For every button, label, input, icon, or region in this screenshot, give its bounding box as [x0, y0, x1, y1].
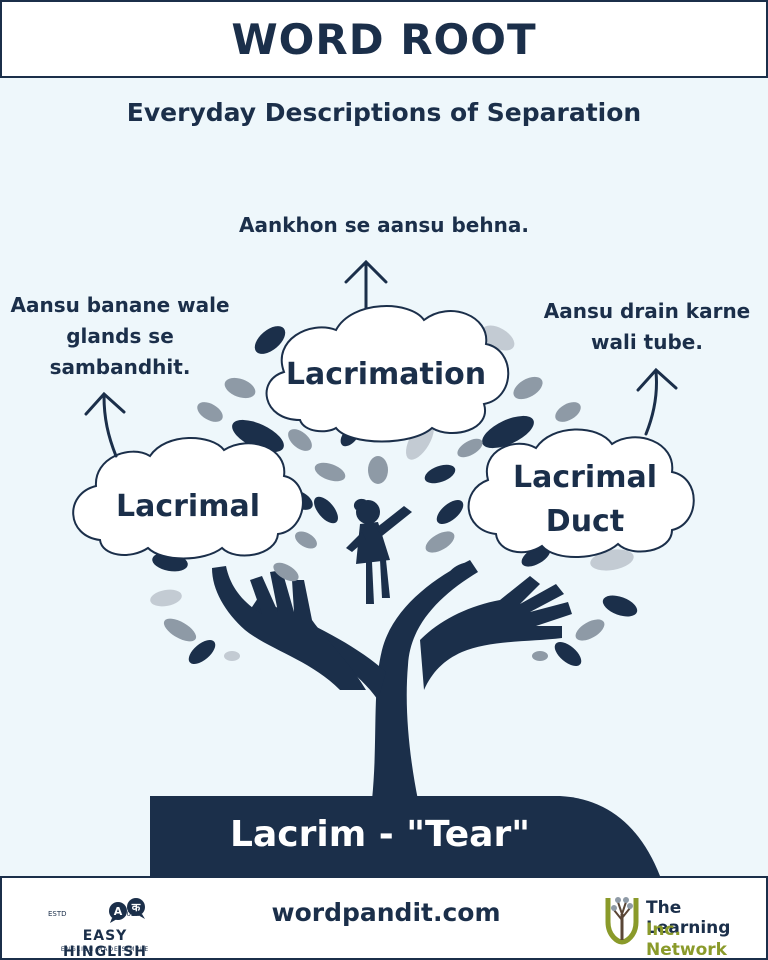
arrow-up-center: [344, 259, 388, 310]
leaf: [521, 545, 551, 567]
leaf: [513, 376, 543, 400]
word-tree-illustration: [72, 259, 695, 876]
leaf: [163, 618, 197, 642]
girl-figure: [346, 498, 412, 604]
left-hand: [212, 566, 366, 690]
leaf: [232, 419, 284, 453]
learning-network-logo[interactable]: The Learning Inc. Network: [602, 890, 762, 960]
leaf: [314, 496, 338, 524]
leaf: [224, 651, 240, 661]
leaf: [254, 326, 286, 354]
easy-hinglish-tagline: ENGLISH MADE SIMPLE: [60, 946, 150, 953]
caption-line: Aankhon se aansu behna.: [239, 213, 529, 237]
learning-line1: The Learning: [646, 898, 731, 938]
caption-line: glands se: [66, 324, 174, 348]
caption-line: sambandhit.: [49, 355, 191, 379]
leaf: [532, 651, 548, 661]
learning-line2: Inc. Network: [646, 920, 727, 960]
leaf: [197, 402, 223, 422]
leaf: [590, 549, 634, 571]
leaf: [436, 500, 464, 524]
cloud-left: [72, 437, 304, 560]
badge-k: क: [131, 901, 141, 914]
leaf: [602, 595, 638, 617]
footer: A क ESTD 2024 EASY HINGLISH ENGLISH MADE…: [0, 876, 768, 960]
leaf: [457, 438, 483, 458]
leaf: [273, 562, 299, 582]
estd-label: ESTD: [48, 910, 67, 918]
badge-a: A: [114, 905, 123, 918]
estd-year: 2024: [122, 910, 140, 918]
caption-lacrimal-duct: Aansu drain karne wali tube.: [526, 296, 768, 358]
easy-hinglish-name: EASY HINGLISH: [62, 928, 148, 960]
leaf: [288, 429, 312, 451]
word-lacrimation: Lacrimation: [285, 356, 487, 392]
tree-trunk: [372, 560, 478, 800]
easy-hinglish-logo[interactable]: A क ESTD 2024 EASY HINGLISH ENGLISH MADE…: [40, 892, 180, 960]
leaf: [188, 640, 216, 664]
caption-line: Aansu drain karne: [543, 299, 751, 323]
word-line: Lacrimal: [512, 460, 657, 495]
word-line: Duct: [545, 504, 625, 539]
root-mound: [150, 796, 660, 876]
page-title: WORD ROOT: [231, 14, 537, 64]
speech-bubbles-icon: A क: [109, 898, 145, 923]
leaf: [224, 377, 256, 399]
leaf: [150, 589, 182, 607]
leaf: [295, 531, 317, 549]
root-word: Lacrim - "Tear": [230, 813, 530, 855]
leaf: [425, 531, 455, 553]
leaf: [314, 462, 346, 482]
page-subtitle: Everyday Descriptions of Separation: [126, 98, 642, 127]
caption-line: wali tube.: [591, 330, 703, 354]
leaf: [575, 619, 605, 641]
leaf: [368, 456, 388, 484]
word-lacrimal: Lacrimal: [115, 488, 260, 524]
arrow-up-right: [636, 367, 678, 436]
tree-u-icon: [605, 897, 639, 945]
header-banner: WORD ROOT: [0, 0, 768, 78]
cloud-right: [467, 428, 695, 558]
leaf: [424, 464, 456, 484]
caption-lacrimal: Aansu banane wale glands se sambandhit.: [0, 290, 240, 383]
cloud-center: [265, 305, 510, 443]
right-hand: [420, 576, 572, 690]
leaf: [482, 415, 534, 449]
site-link[interactable]: wordpandit.com: [271, 898, 501, 927]
word-lacrimal-duct: Lacrimal Duct: [488, 455, 682, 545]
arrow-up-left: [84, 391, 126, 458]
leaf: [555, 402, 581, 422]
caption-lacrimation: Aankhon se aansu behna.: [184, 210, 584, 241]
leaf: [447, 562, 473, 582]
leaf: [554, 642, 582, 666]
caption-line: Aansu banane wale: [10, 293, 230, 317]
